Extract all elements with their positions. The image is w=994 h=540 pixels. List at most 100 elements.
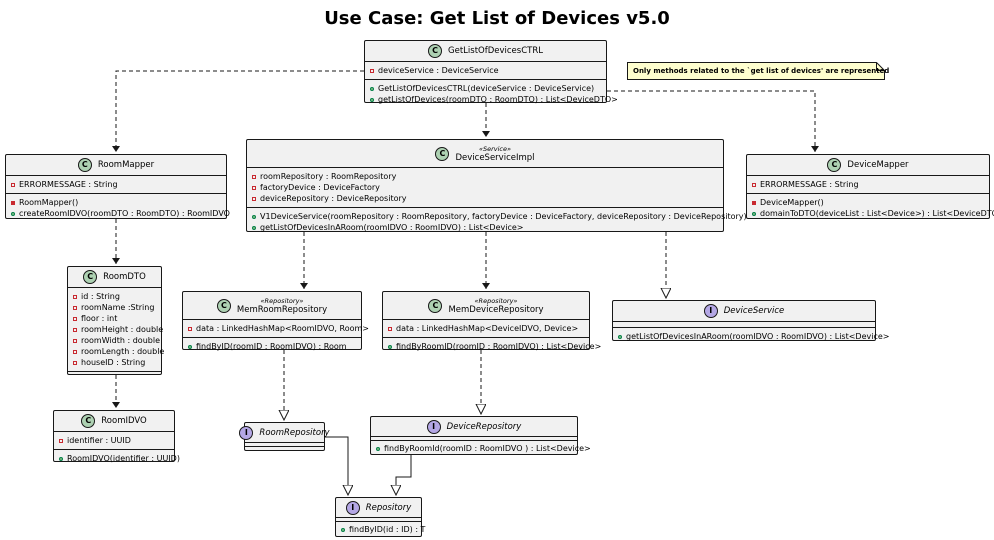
class-c-icon: C — [435, 146, 450, 161]
stereotype-label: «Repository» — [474, 296, 518, 305]
attribute: data : LinkedHashMap<DeviceIDVO, Device> — [396, 324, 579, 333]
method: RoomIDVO(identifier : UUID) — [67, 454, 180, 463]
method: domainToDTO(deviceList : List<Device>) :… — [760, 209, 994, 218]
method: getListOfDevicesInARoom(roomIDVO : RoomI… — [260, 223, 524, 232]
class-getlistofdevicesctrl[interactable]: C GetListOfDevicesCTRL deviceService : D… — [364, 40, 618, 104]
attribute: roomLength : double — [81, 347, 165, 356]
note-text: Only methods related to the `get list of… — [633, 67, 890, 75]
class-roommapper[interactable]: C RoomMapper ERRORMESSAGE : String RoomM… — [5, 154, 230, 219]
class-roomidvo[interactable]: C RoomIDVO identifier : UUID RoomIDVO(id… — [53, 410, 180, 463]
class-c-icon: C — [216, 298, 231, 313]
note-shape — [627, 62, 885, 80]
class-memroomrepository[interactable]: C «Repository» MemRoomRepository data : … — [182, 291, 369, 351]
method: getListOfDevices(roomDTO : RoomDTO) : Li… — [378, 95, 618, 104]
private-field-icon — [73, 294, 77, 299]
class-c-icon: C — [81, 414, 96, 428]
private-field-icon — [73, 360, 77, 365]
class-name: GetListOfDevicesCTRL — [448, 46, 543, 56]
attribute: houseID : String — [81, 358, 146, 367]
class-name: MemDeviceRepository — [448, 304, 544, 315]
attribute: roomHeight : double — [81, 325, 164, 334]
attribute: roomRepository : RoomRepository — [260, 172, 397, 181]
public-method-icon — [752, 211, 756, 216]
method: createRoomIDVO(roomDTO : RoomDTO) : Room… — [19, 209, 230, 218]
public-method-icon — [252, 225, 256, 230]
diagram-title: Use Case: Get List of Devices v5.0 — [324, 8, 670, 29]
attribute: identifier : UUID — [67, 436, 131, 445]
public-method-icon — [252, 214, 256, 219]
public-method-icon — [370, 97, 374, 102]
class-name: DeviceMapper — [847, 160, 909, 170]
private-field-icon — [252, 185, 256, 190]
method: V1DeviceService(roomRepository : RoomRep… — [260, 212, 747, 221]
interface-i-icon: I — [239, 425, 254, 440]
private-field-icon — [11, 182, 15, 187]
class-c-icon: C — [428, 298, 443, 313]
class-name: MemRoomRepository — [236, 304, 328, 315]
public-method-icon — [370, 86, 374, 91]
method: findByID(id : ID) : T — [349, 525, 426, 534]
private-field-icon — [252, 196, 256, 201]
attribute: floor : int — [81, 314, 118, 323]
private-field-icon — [388, 326, 392, 331]
method: RoomMapper() — [19, 198, 79, 207]
attribute: deviceService : DeviceService — [378, 66, 499, 75]
interface-i-icon: I — [703, 304, 718, 318]
gen-devicerepo-repository — [396, 455, 412, 495]
public-method-icon — [376, 446, 380, 451]
class-roomdto[interactable]: C RoomDTO id : String roomName :String f… — [67, 266, 165, 375]
method: findByID(roomID : RoomIDVO) : Room — [196, 342, 347, 351]
public-method-icon — [59, 456, 63, 461]
private-field-icon — [752, 182, 756, 187]
interface-name: DeviceRepository — [446, 421, 522, 432]
class-deviceserviceimpl[interactable]: C «Service» DeviceServiceImpl roomReposi… — [246, 139, 747, 232]
attribute: data : LinkedHashMap<RoomIDVO, Room> — [196, 324, 369, 333]
attribute: roomWidth : double — [81, 336, 160, 345]
attribute: deviceRepository : DeviceRepository — [260, 194, 407, 203]
dep-ctrl-roommapper — [112, 70, 364, 152]
interface-roomrepository[interactable]: I RoomRepository — [239, 422, 330, 451]
method: getListOfDevicesInARoom(roomIDVO : RoomI… — [626, 332, 890, 341]
interface-devicerepository[interactable]: I DeviceRepository findByRoomId(roomID :… — [370, 416, 591, 455]
class-memdevicerepository[interactable]: C «Repository» MemDeviceRepository data … — [382, 291, 601, 351]
dep-ctrl-devicemapper — [607, 90, 819, 152]
gen-roomrepo-repository — [325, 436, 348, 495]
interface-name: RoomRepository — [259, 427, 330, 438]
attribute: roomName :String — [81, 303, 155, 312]
public-method-icon — [388, 344, 392, 349]
interface-deviceservice[interactable]: I DeviceService getListOfDevicesInARoom(… — [612, 300, 890, 341]
private-field-icon — [59, 438, 63, 443]
attribute: factoryDevice : DeviceFactory — [260, 183, 380, 192]
method: DeviceMapper() — [760, 198, 824, 207]
interface-i-icon: I — [345, 500, 360, 515]
class-name: RoomIDVO — [101, 416, 147, 426]
class-c-icon: C — [77, 158, 92, 172]
private-method-icon — [11, 200, 15, 205]
private-field-icon — [73, 349, 77, 354]
interface-name: Repository — [365, 502, 412, 513]
class-name: RoomMapper — [97, 160, 155, 170]
stereotype-label: «Service» — [478, 144, 512, 153]
class-c-icon: C — [83, 270, 98, 284]
class-c-icon: C — [428, 44, 443, 58]
public-method-icon — [618, 334, 622, 339]
method: findByRoomId(roomID : RoomIDVO ) : List<… — [384, 444, 591, 453]
interface-i-icon: I — [426, 419, 441, 434]
class-c-icon: C — [827, 158, 842, 172]
class-devicemapper[interactable]: C DeviceMapper ERRORMESSAGE : String Dev… — [746, 154, 994, 219]
stereotype-label: «Repository» — [260, 296, 304, 305]
private-field-icon — [73, 327, 77, 332]
attribute: ERRORMESSAGE : String — [19, 180, 118, 189]
private-field-icon — [73, 316, 77, 321]
public-method-icon — [188, 344, 192, 349]
private-field-icon — [188, 326, 192, 331]
class-name: RoomDTO — [103, 272, 146, 282]
private-field-icon — [73, 305, 77, 310]
method: findByRoomID(roomID : RoomIDVO) : List<D… — [396, 342, 602, 351]
private-field-icon — [370, 68, 374, 73]
interface-repository[interactable]: I Repository findByID(id : ID) : T — [335, 497, 426, 537]
method: GetListOfDevicesCTRL(deviceService : Dev… — [378, 84, 595, 93]
private-field-icon — [252, 174, 256, 179]
attribute: id : String — [81, 292, 120, 301]
